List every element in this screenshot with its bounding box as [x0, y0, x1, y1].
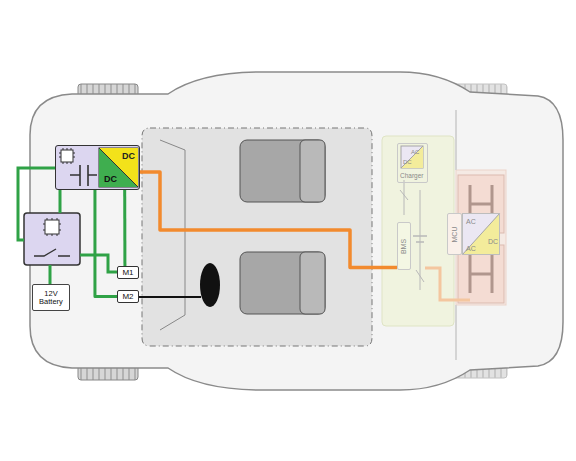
rear-powertrain	[455, 305, 457, 360]
node-label: AC	[466, 245, 476, 252]
rear-powertrain	[382, 136, 454, 326]
dcdc-converter-art	[55, 145, 140, 190]
steering-wheel	[200, 263, 220, 307]
rear-powertrain	[462, 213, 500, 255]
motor-box: M2	[117, 290, 139, 303]
node-label: M1	[122, 269, 133, 277]
seat	[300, 140, 325, 202]
node-label: DC	[488, 238, 498, 245]
lv-wire	[80, 255, 117, 272]
seat	[240, 252, 325, 314]
dcdc-converter: DC DC	[55, 145, 140, 190]
node-label: Charger	[400, 173, 423, 180]
rear-powertrain	[413, 235, 427, 237]
dcdc-converter-art	[99, 148, 138, 187]
node-label: MCU	[451, 226, 458, 242]
rear-powertrain	[456, 170, 506, 305]
controller-box	[34, 249, 70, 256]
node-label: AC	[411, 149, 419, 155]
rear-powertrain	[401, 146, 423, 168]
node-label: DC	[122, 152, 135, 161]
rear-powertrain	[382, 110, 506, 360]
car-body	[30, 72, 563, 390]
node-label: BMS	[401, 238, 408, 253]
wire-connector	[95, 190, 117, 297]
node-label: DC	[104, 175, 117, 184]
seat	[300, 252, 325, 314]
wire-line	[123, 190, 126, 266]
controller-box	[45, 220, 59, 234]
dashboard	[160, 140, 185, 330]
rear-powertrain	[400, 190, 408, 200]
mcu-box: MCU	[447, 213, 462, 255]
cabin	[142, 128, 372, 346]
controller-box	[24, 213, 80, 265]
wire-line	[140, 172, 397, 268]
inverter-box: AC DC AC	[462, 213, 500, 255]
rear-powertrain	[401, 146, 423, 168]
wire-connector	[124, 190, 125, 266]
controller-box	[24, 213, 80, 265]
dcdc-converter-art	[55, 145, 140, 190]
rear-powertrain	[416, 270, 424, 282]
rear-powertrain	[401, 146, 423, 168]
dcdc-converter-art	[61, 150, 73, 162]
wire-line	[95, 190, 117, 297]
bms-box: BMS	[397, 222, 411, 270]
node-label: 12V Battery	[33, 290, 69, 306]
dcdc-converter-art	[59, 148, 75, 164]
rear-powertrain	[462, 213, 500, 255]
lv-wire	[18, 168, 117, 284]
rear-powertrain	[462, 213, 500, 255]
node-label: DC	[403, 159, 412, 165]
node-label: AC	[466, 218, 476, 225]
node-label: M2	[122, 293, 133, 301]
rear-powertrain	[425, 268, 470, 300]
dcdc-converter-art	[99, 148, 138, 187]
wire-connector	[140, 172, 397, 268]
seat	[240, 140, 325, 314]
motor-box: M1	[117, 266, 139, 279]
rear-powertrain	[404, 180, 405, 215]
controller-box	[43, 218, 61, 236]
seat	[240, 140, 325, 202]
rear-powertrain	[416, 241, 424, 243]
dcdc-converter-art	[99, 148, 138, 187]
battery-12v: 12V Battery	[32, 284, 70, 311]
lv-wire	[18, 168, 55, 240]
lv-wire	[59, 190, 62, 213]
charger-box: AC DC Charger	[397, 143, 428, 183]
rear-powertrain	[455, 110, 457, 170]
steering-shaft	[139, 296, 201, 298]
dcdc-converter-art	[70, 165, 97, 186]
dcdc-converter-art	[99, 148, 138, 187]
lv-wire	[49, 265, 52, 284]
